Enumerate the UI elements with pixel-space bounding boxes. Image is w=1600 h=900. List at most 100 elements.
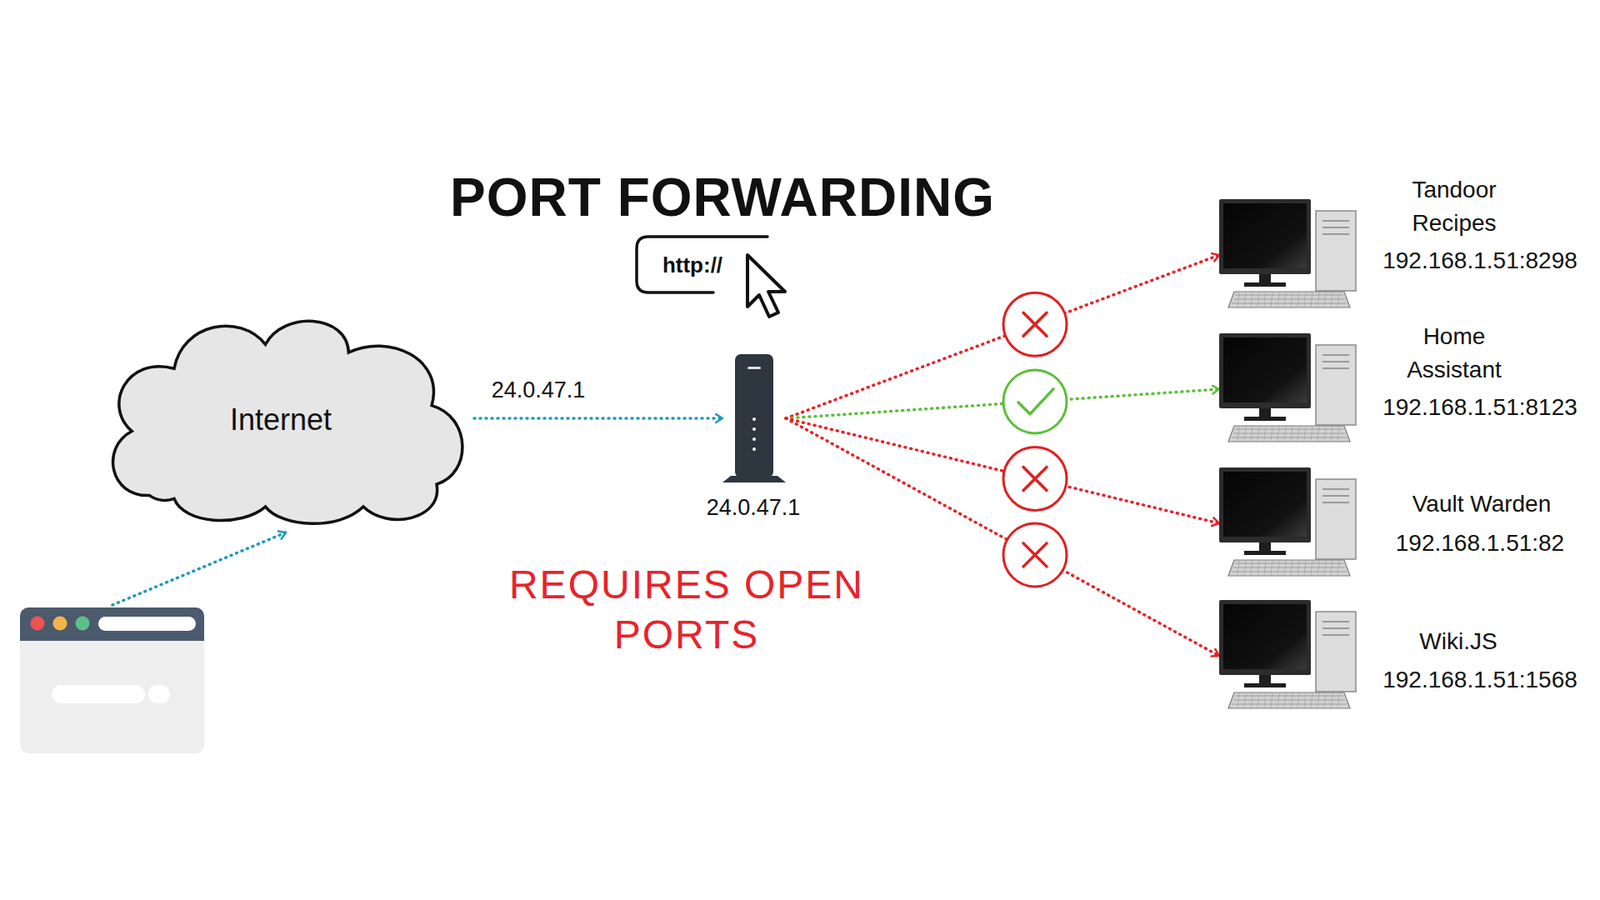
keyboard [1228,425,1350,442]
mark-circle [1003,446,1067,510]
keyboard-key-line [1284,560,1286,575]
keyboard-key-line [1264,292,1266,307]
tower-bay [1322,620,1350,623]
keyboard-key-line [1270,560,1273,575]
node-shape [1219,199,1358,311]
cross-stroke [1023,543,1047,567]
browser-dot [53,616,68,631]
keyboard-row [1233,433,1345,435]
keyboard-key-line [1310,292,1313,307]
keyboard-key-line [1290,693,1293,708]
ip-port-label: 192.168.1.51:8123 [1366,390,1594,425]
keyboard-row [1235,429,1344,430]
keyboard-key-line [1317,560,1320,575]
pc-tower [1315,210,1356,291]
router-slot [747,366,761,370]
monitor-stand [1259,542,1271,552]
check-stroke [1018,389,1054,415]
keyboard-key-line [1310,426,1313,441]
keyboard-key-line [1304,292,1306,307]
ip-port-label: 192.168.1.51:8298 [1366,244,1594,278]
keyboard-key-line [1317,292,1320,307]
computer-icon [1219,333,1356,442]
keyboard-key-line [1290,426,1293,441]
cross-mark [1003,523,1067,587]
tower-bay [1322,367,1350,370]
keyboard-key-line [1270,292,1273,307]
monitor-base [1244,550,1286,555]
keyboard-row [1231,437,1347,439]
keyboard-key-line [1237,560,1240,575]
keyboard-row [1233,299,1345,300]
keyboard-key-line [1264,426,1266,441]
pc-tower [1315,345,1356,425]
keyboard-key-line [1317,426,1320,441]
keyboard-key-line [1277,292,1280,307]
browser-address-bar [98,616,196,631]
keyboard [1228,291,1350,308]
mouse-cursor [747,255,785,317]
mark-circle [1003,523,1067,587]
service-name: Home Assistant [1375,320,1534,387]
mark-circle [1003,370,1067,434]
tower-bay [1322,488,1350,490]
ip-label: 24.0.47.1 [489,376,589,404]
keyboard-key-line [1304,426,1306,441]
keyboard-key-line [1270,426,1273,441]
tower-bay [1322,501,1350,504]
node-label: Internet [189,403,373,437]
cloud-outline [113,320,463,524]
keyboard-row [1235,695,1344,697]
keyboard-key-line [1330,560,1333,575]
router-led [752,437,756,441]
node-shape [1219,333,1358,445]
keyboard-key-line [1250,693,1253,708]
status-marks [1003,292,1067,587]
ip-port-label: 192.168.1.51:1568 [1366,663,1594,697]
keyboard-key-line [1257,292,1260,307]
keyboard-key-line [1297,560,1300,575]
keyboard-key-line [1284,693,1286,708]
monitor-frame [1219,199,1311,275]
keyboard-row [1231,571,1347,573]
keyboard-key-line [1257,693,1260,708]
browser-link-line [112,532,286,605]
keyboard-key-line [1244,292,1246,307]
browser-icon [20,607,205,754]
keyboard-key-line [1284,426,1286,441]
keyboard-key-line [1250,560,1253,575]
internet-cloud: Internet [99,305,475,531]
monitor-stand [1259,274,1271,284]
cross-stroke [1023,466,1047,490]
keyboard [1228,560,1350,576]
check-mark [1003,370,1067,434]
monitor-frame [1219,600,1311,675]
computer-node: Tandoor Recipes192.168.1.51:8298 [1219,199,1358,311]
keyboard-key-line [1297,426,1300,441]
url-bar-icon [636,236,785,317]
dotted-connector [785,255,1220,419]
keyboard-key-line [1257,560,1260,575]
dotted-connector [785,418,1220,524]
node-shape [722,354,786,483]
keyboard [1228,692,1350,709]
keyboard-key-line [1237,426,1240,441]
keyboard-key-line [1310,560,1313,575]
keyboard-key-line [1264,560,1266,575]
keyboard-key-line [1244,426,1246,441]
cross-mark [1003,292,1067,356]
pc-tower [1315,479,1356,560]
tower-bay [1322,495,1350,497]
cross-mark [1003,446,1067,510]
keyboard-key-line [1284,292,1286,307]
computer-icon [1219,199,1356,308]
browser-body [20,607,205,754]
keyboard-row [1231,303,1347,305]
service-name: Tandoor Recipes [1383,173,1525,240]
tower-bay [1322,354,1350,356]
tower-bay [1322,360,1350,363]
keyboard-key-line [1330,426,1333,441]
keyboard-row [1233,700,1345,701]
